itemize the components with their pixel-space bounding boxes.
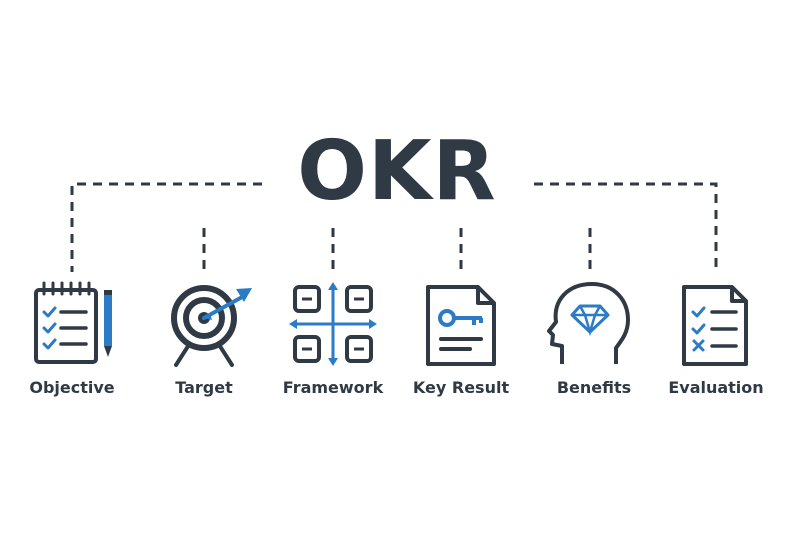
connector-left (70, 182, 262, 272)
checklist-notepad-pencil-icon (34, 281, 112, 364)
label-benefits: Benefits (556, 378, 632, 397)
key-document-icon (426, 285, 496, 366)
target-arrow-icon (171, 285, 252, 367)
framework-grid-icon (289, 282, 377, 366)
label-framework: Framework (282, 378, 384, 397)
okr-title: OKR (297, 124, 497, 219)
label-key-result: Key Result (412, 378, 510, 397)
label-target: Target (175, 378, 233, 397)
connector-right (534, 182, 718, 272)
label-objective: Objective (29, 378, 115, 397)
head-diamond-icon (547, 282, 630, 364)
evaluation-checklist-icon (682, 285, 748, 366)
connector-lines (70, 182, 718, 272)
label-evaluation: Evaluation (668, 378, 764, 397)
